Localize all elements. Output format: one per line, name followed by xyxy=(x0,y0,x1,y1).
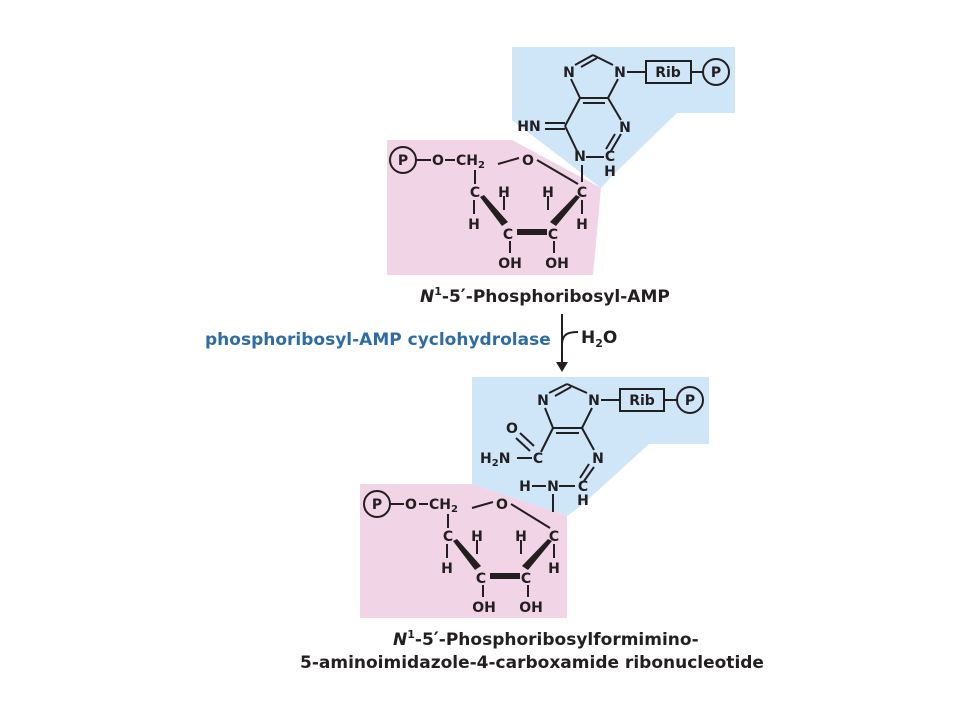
compound1-bold-bond xyxy=(517,229,547,235)
compound2-sugar-bonds xyxy=(363,490,555,597)
compound1-base-h2: H xyxy=(604,164,616,180)
compound1-sugar-oh-c3: OH xyxy=(498,256,522,272)
compound1-sugar-c2: C xyxy=(548,227,558,243)
compound2-sugar-h-c3: H xyxy=(471,529,483,545)
compound1-sugar-oh-c2: OH xyxy=(545,256,569,272)
compound2-name-line1: N1-5′-Phosphoribosylformimino- xyxy=(393,628,699,650)
compound1-sugar-h-c4: H xyxy=(468,217,480,233)
compound1-sugar-phosphate-label: P xyxy=(398,153,408,169)
compound2-imine-n: N xyxy=(592,451,604,467)
compound2-base-phosphate-circle xyxy=(676,386,704,414)
compound1-name: N1-5′-Phosphoribosyl-AMP xyxy=(420,285,670,307)
compound1-base-phosphate-label: P xyxy=(711,65,721,81)
compound1-molecule: N N Rib P HN N N C H P O CH2 O xyxy=(387,47,735,275)
compound2-formimino-h: H xyxy=(577,493,589,509)
compound2-base-bonds xyxy=(515,383,677,512)
compound2-base-n-right: N xyxy=(588,393,600,409)
compound1-base-phosphate-circle xyxy=(702,58,730,86)
compound1-sugar-c4: C xyxy=(470,185,480,201)
compound2-sugar-o: O xyxy=(405,497,417,513)
compound1-sugar-h-c3: H xyxy=(498,185,510,201)
compound1-sugar-ring-o: O xyxy=(522,153,534,169)
compound2-sugar-c3: C xyxy=(476,571,486,587)
compound2-sugar-c1: C xyxy=(549,529,559,545)
compound2-sugar-oh-c2: OH xyxy=(519,600,543,616)
compound2-amide-c: C xyxy=(533,451,543,467)
compound2-amide-nh2: H2N xyxy=(480,451,510,469)
compound2-carbonyl-o: O xyxy=(506,421,518,437)
compound1-sugar-o: O xyxy=(432,153,444,169)
compound2-wedge-left xyxy=(453,539,481,570)
compound1-sugar-ch2: CH2 xyxy=(456,153,485,171)
compound2-sugar-h-c2: H xyxy=(515,529,527,545)
compound2-nh-n: N xyxy=(547,479,559,495)
compound1-imino-group: HN xyxy=(517,119,540,135)
compound1-wedge-left xyxy=(480,195,508,226)
compound1-sugar-h-c1: H xyxy=(576,217,588,233)
compound2-sugar-h-c4: H xyxy=(441,561,453,577)
compound1-sugar-c3: C xyxy=(503,227,513,243)
compound2-rib-box xyxy=(619,388,665,412)
compound2-sugar-phosphate-label: P xyxy=(372,497,382,513)
compound2-base-phosphate-label: P xyxy=(685,393,695,409)
compound1-sugar-h-c2: H xyxy=(542,185,554,201)
reaction-arrow xyxy=(556,314,579,372)
compound2-base-n-left: N xyxy=(537,393,549,409)
compound2-name-line2: 5-aminoimidazole-4-carboxamide ribonucle… xyxy=(300,653,764,673)
water-label: H2O xyxy=(581,328,617,350)
compound2-bold-bond xyxy=(490,573,520,579)
compound1-sugar-c1: C xyxy=(577,185,587,201)
compound2-sugar-ring-o: O xyxy=(496,497,508,513)
enzyme-label: phosphoribosyl-AMP cyclohydrolase xyxy=(205,330,551,350)
compound2-formimino-c: C xyxy=(578,479,588,495)
compound1-rib-box xyxy=(645,60,692,84)
compound1-base-n1: N xyxy=(574,149,586,165)
compound1-base-n9: N xyxy=(614,65,626,81)
compound2-sugar-c2: C xyxy=(521,571,531,587)
compound1-sugar-bonds xyxy=(389,146,583,253)
compound2-sugar-h-c1: H xyxy=(548,561,560,577)
compound2-sugar-oh-c3: OH xyxy=(472,600,496,616)
compound1-base-c2: C xyxy=(605,149,615,165)
compound2-wedge-right xyxy=(522,539,552,570)
compound2-sugar-c4: C xyxy=(443,529,453,545)
compound1-rib-label: Rib xyxy=(655,65,681,81)
compound2-rib-label: Rib xyxy=(629,393,655,409)
compound1-base-n3: N xyxy=(619,120,631,136)
compound1-wedge-right xyxy=(550,195,580,226)
compound2-nh-h: H xyxy=(519,479,531,495)
compound1-base-n7: N xyxy=(563,65,575,81)
compound1-base-bonds xyxy=(545,54,702,182)
compound2-sugar-ch2: CH2 xyxy=(429,497,458,515)
compound2-molecule: N N Rib P O H2N C N H N C H P xyxy=(360,377,709,618)
